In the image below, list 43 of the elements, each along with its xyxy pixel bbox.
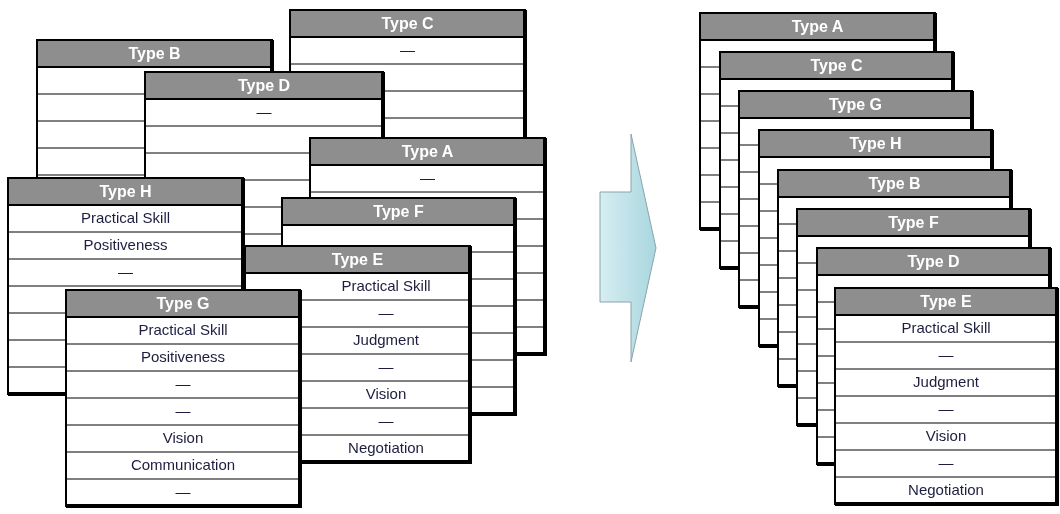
card-title: Type F [887,213,940,233]
entry-text: Vision [161,428,205,448]
card-title: Type G [827,95,883,115]
entry-text: — [419,168,436,188]
card-title: Type C [380,14,435,34]
card-title: Type B [127,44,182,64]
card-title: Type B [867,174,922,194]
entry-text: Practical Skill [340,276,432,296]
card-title: Type C [809,56,864,76]
entry-text: — [255,102,273,122]
entry-text: Practical Skill [79,208,172,228]
card-title: Type A [790,17,845,37]
entry-text: — [174,401,192,421]
card-title: Type H [98,182,153,202]
entry-text: — [937,345,955,365]
card-title: Type D [906,252,961,272]
entry-text: — [377,357,395,377]
entry-text: Vision [924,426,968,446]
entry-text: Judgment [912,372,980,392]
entry-text: — [377,303,395,323]
entry-text: Negotiation [907,480,985,500]
entry-text: — [377,411,395,431]
entry-text: — [174,374,192,394]
entry-text: Practical Skill [900,318,992,338]
entry-text: — [399,40,416,60]
card-title: Type G [155,294,211,314]
card-title: Type E [919,292,973,312]
entry-text: Vision [364,384,408,404]
card-title: Type F [372,202,425,222]
entry-text: Communication [129,455,237,475]
entry-text: — [117,262,134,282]
card-title: Type A [400,142,455,162]
entry-text: Positiveness [139,347,227,367]
entry-text: Judgment [352,330,420,350]
card-title: Type E [330,250,385,270]
entry-text: — [937,399,955,419]
entry-text: Positiveness [82,235,169,255]
entry-text: Practical Skill [137,320,229,340]
entry-text: Negotiation [347,438,425,458]
card-title: Type H [848,134,903,154]
card-title: Type D [236,76,292,96]
entry-text: — [174,482,192,502]
entry-text: — [937,453,955,473]
